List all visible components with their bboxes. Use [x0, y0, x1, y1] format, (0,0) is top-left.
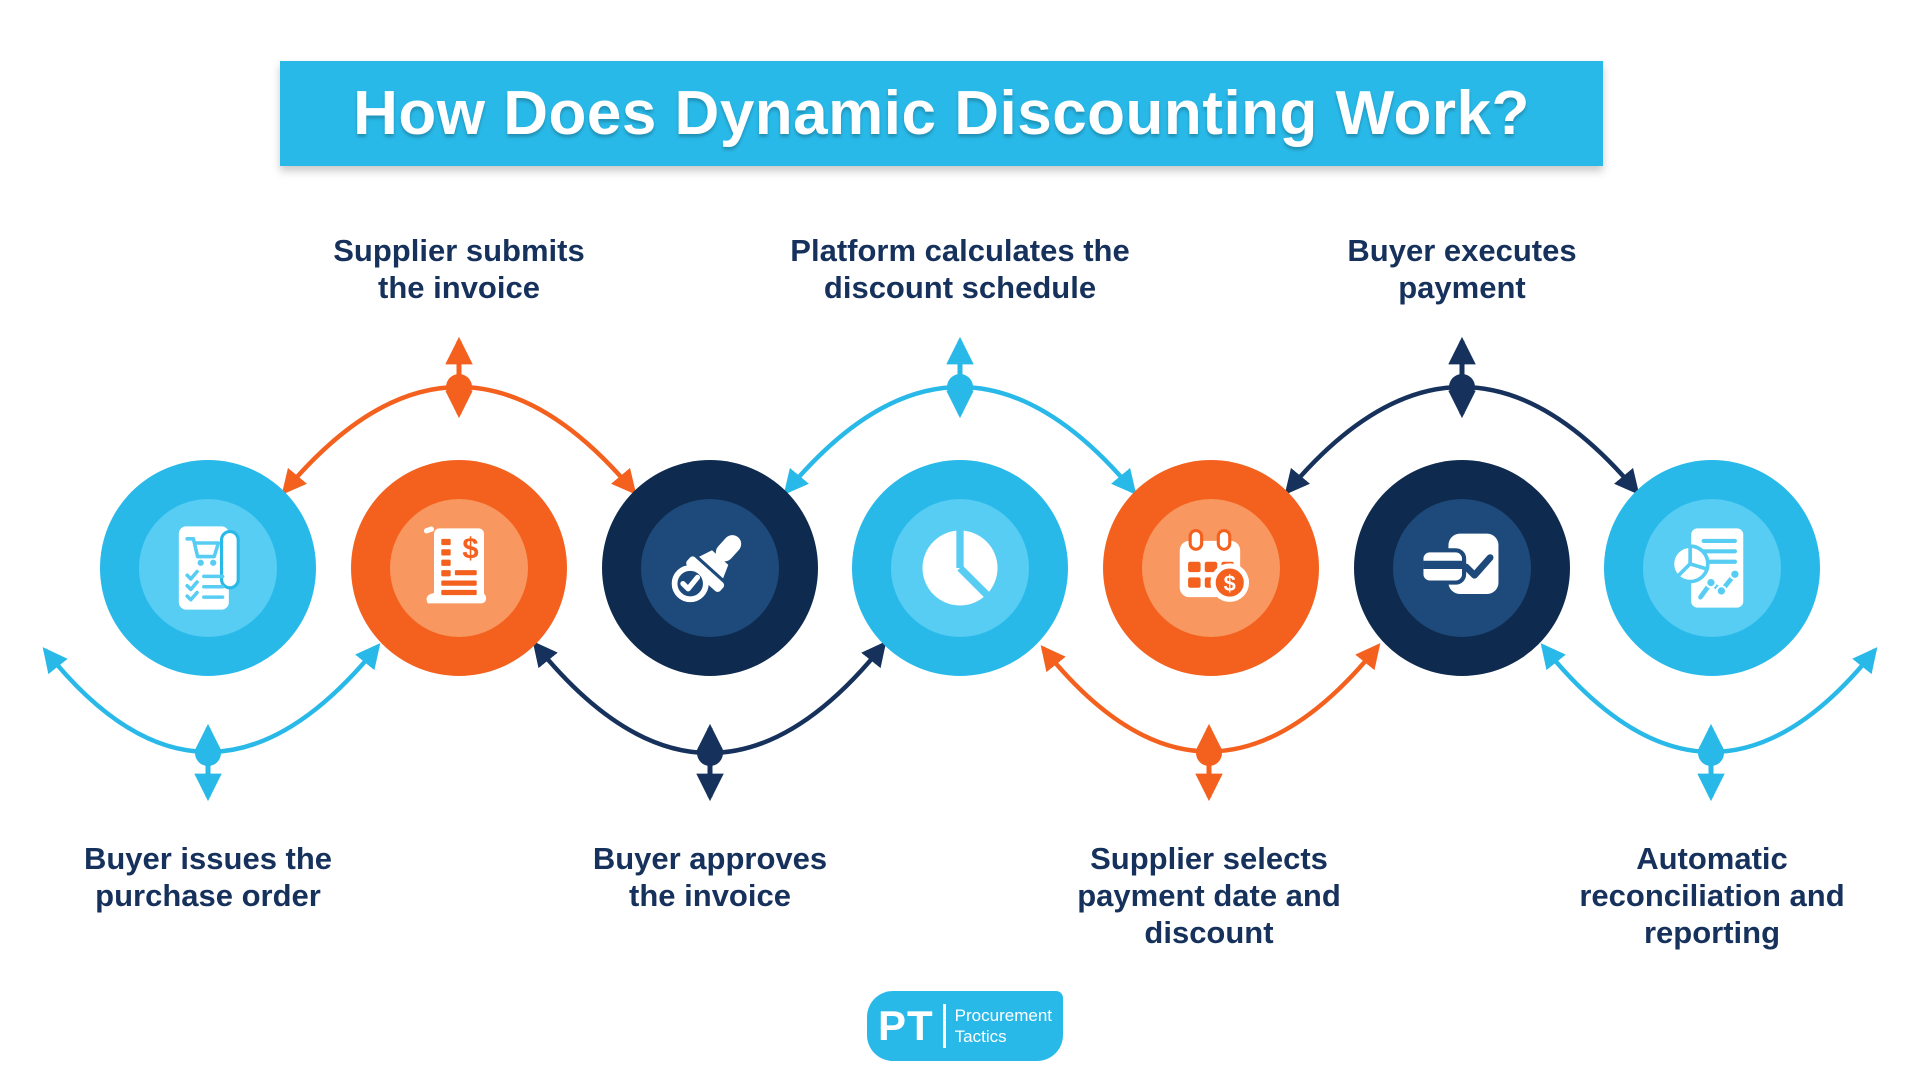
step-circle-buyer-executes	[1354, 460, 1570, 676]
calendar-money-icon: $	[1179, 528, 1250, 602]
report-icon	[1670, 528, 1744, 608]
label-automatic-reconciliation: Automatic reconciliation and reporting	[1579, 841, 1845, 950]
card-payment-icon	[1419, 533, 1499, 595]
purchase-order-icon	[178, 526, 240, 610]
arc-dot	[947, 374, 973, 400]
approval-stamp-icon	[671, 535, 742, 603]
label-buyer-approves-invoice: Buyer approves the invoice	[592, 841, 828, 913]
label-supplier-submits-invoice: Supplier submits the invoice	[333, 233, 585, 305]
svg-text:$: $	[1224, 571, 1236, 596]
label-buyer-executes-payment: Buyer executes payment	[1347, 233, 1577, 305]
logo-divider	[942, 1004, 946, 1048]
step-circle-supplier-selects: $	[1103, 460, 1319, 676]
logo-name-line1: Procurement	[954, 1006, 1052, 1025]
arc-dot	[446, 374, 472, 400]
step-circle-buyer-issues-purchase-order	[100, 460, 316, 676]
step-circle-platform-calculates	[852, 460, 1068, 676]
step-circle-buyer-approves-invoice	[602, 460, 818, 676]
arc-dot	[1698, 740, 1724, 766]
svg-text:$: $	[462, 534, 478, 566]
step-circle-supplier-submits-invoice: $	[351, 460, 567, 676]
arc-dot	[697, 740, 723, 766]
logo-monogram: PT	[878, 1002, 934, 1049]
arc-dot	[1196, 740, 1222, 766]
label-supplier-selects-payment: Supplier selects payment date and discou…	[1077, 841, 1341, 950]
step-circle-automatic-reconciliation	[1604, 460, 1820, 676]
page-title: How Does Dynamic Discounting Work?	[353, 79, 1530, 148]
procurement-tactics-logo: PT Procurement Tactics	[867, 991, 1063, 1061]
label-platform-calculates: Platform calculates the discount schedul…	[790, 233, 1130, 305]
title-banner: How Does Dynamic Discounting Work?	[280, 61, 1603, 166]
logo-name-line2: Tactics	[954, 1027, 1007, 1046]
invoice-icon: $	[423, 526, 487, 604]
label-buyer-issues-purchase-order: Buyer issues the purchase order	[83, 841, 333, 913]
pie-chart-icon	[922, 528, 998, 606]
arc-dot	[1449, 374, 1475, 400]
arc-dot	[195, 740, 221, 766]
